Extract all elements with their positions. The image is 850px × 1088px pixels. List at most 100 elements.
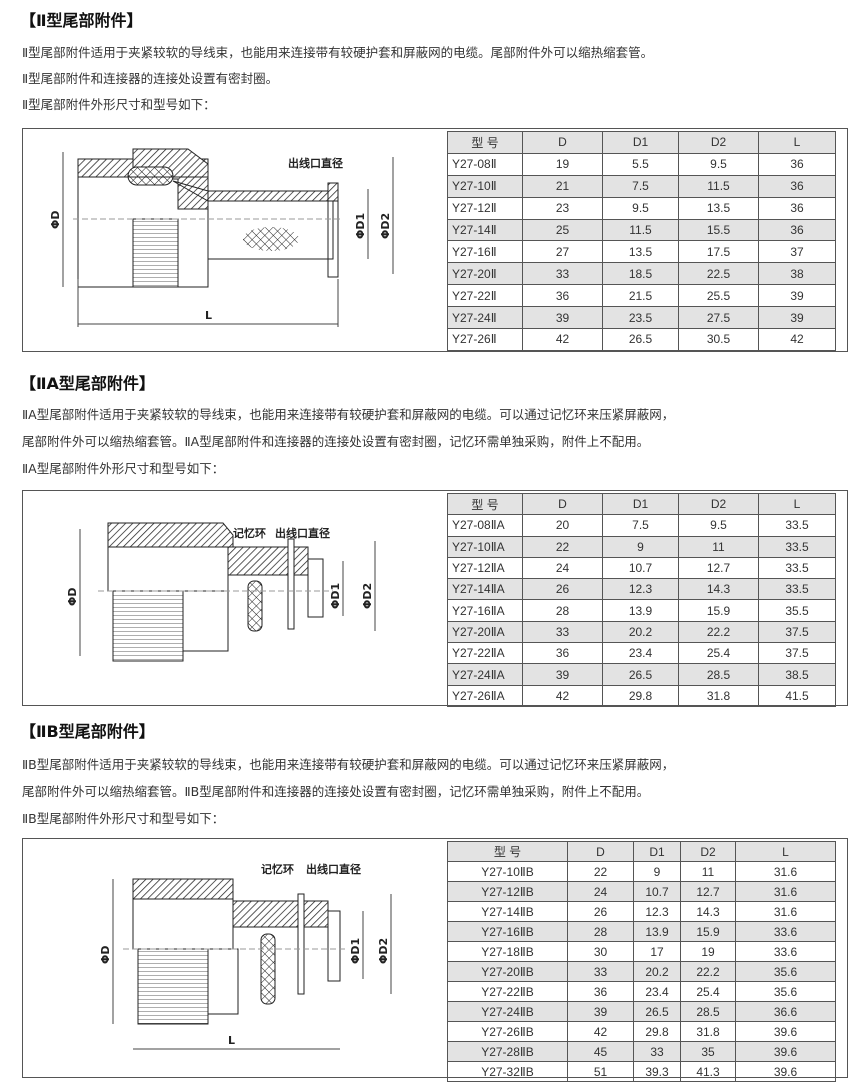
value-cell: D2 — [680, 841, 736, 862]
description-line: 尾部附件外可以缩热缩套管。ⅡA型尾部附件和连接器的连接处设置有密封圈，记忆环需单… — [22, 434, 650, 449]
value-cell: 42 — [522, 328, 603, 351]
model-cell: Y27-12ⅡB — [447, 881, 568, 902]
value-cell: 42 — [758, 328, 836, 351]
value-cell: 9 — [602, 535, 679, 558]
model-cell: Y27-08ⅡA — [447, 514, 523, 537]
value-cell: 12.7 — [680, 881, 736, 902]
model-cell: Y27-18ⅡB — [447, 941, 568, 962]
model-cell: Y27-10ⅡB — [447, 861, 568, 882]
value-cell: 10.7 — [602, 556, 679, 580]
model-cell: Y27-26Ⅱ — [447, 328, 523, 351]
l-dimension-label: L — [228, 1034, 235, 1047]
value-cell: 12.3 — [602, 578, 679, 601]
value-cell: 22 — [567, 861, 634, 882]
d-dimension-label: ΦD — [49, 211, 62, 229]
value-cell: 33.5 — [758, 514, 836, 537]
model-cell: Y27-16ⅡA — [447, 599, 523, 622]
value-cell: 22 — [522, 535, 603, 558]
value-cell: 36 — [758, 218, 836, 242]
value-cell: 17 — [633, 941, 681, 962]
value-cell: 39 — [567, 1001, 634, 1022]
value-cell: 22.5 — [678, 262, 759, 286]
value-cell: 24 — [567, 881, 634, 902]
value-cell: 27.5 — [678, 306, 759, 330]
value-cell: 25.4 — [680, 981, 736, 1002]
model-cell: 型 号 — [447, 131, 523, 154]
value-cell: D — [522, 131, 603, 154]
model-cell: Y27-20Ⅱ — [447, 262, 523, 286]
value-cell: 18.5 — [602, 262, 679, 286]
value-cell: 22.2 — [680, 961, 736, 982]
value-cell: 45 — [567, 1041, 634, 1062]
model-cell: Y27-22ⅡA — [447, 642, 523, 665]
value-cell: 33.6 — [735, 921, 836, 942]
d-dimension-label: ΦD — [99, 946, 112, 964]
value-cell: 7.5 — [602, 514, 679, 537]
value-cell: 21.5 — [602, 284, 679, 308]
model-cell: Y27-12Ⅱ — [447, 196, 523, 220]
value-cell: 39 — [758, 306, 836, 330]
description-line: ⅡB型尾部附件适用于夹紧较软的导线束，也能用来连接带有较硬护套和屏蔽网的电缆。可… — [22, 757, 675, 772]
model-cell: Y27-20ⅡA — [447, 620, 523, 644]
value-cell: 25.5 — [678, 284, 759, 308]
value-cell: 20 — [522, 514, 603, 537]
value-cell: 24 — [522, 556, 603, 580]
d2-dimension-label: ΦD2 — [361, 583, 374, 609]
value-cell: 36 — [522, 642, 603, 665]
value-cell: 31.6 — [735, 861, 836, 882]
value-cell: 12.7 — [678, 556, 759, 580]
memory-ring-label: 记忆环 — [261, 862, 294, 876]
value-cell: 22.2 — [678, 620, 759, 644]
value-cell: L — [758, 492, 836, 516]
model-cell: 型 号 — [447, 841, 568, 862]
value-cell: 33.6 — [735, 941, 836, 962]
description-line: ⅡB型尾部附件外形尺寸和型号如下： — [22, 811, 225, 826]
value-cell: 15.9 — [678, 599, 759, 622]
section-title-type-2a: 【ⅡA型尾部附件】 — [20, 374, 155, 393]
d2-dimension-label: ΦD2 — [379, 213, 392, 239]
value-cell: 20.2 — [602, 620, 679, 644]
value-cell: D2 — [678, 492, 759, 516]
model-cell: Y27-14ⅡB — [447, 901, 568, 922]
model-cell: 型 号 — [447, 492, 523, 516]
d1-dimension-label: ΦD1 — [349, 938, 362, 964]
value-cell: 33.5 — [758, 535, 836, 558]
model-cell: Y27-10Ⅱ — [447, 174, 523, 198]
value-cell: 26.5 — [633, 1001, 681, 1022]
value-cell: 36 — [758, 152, 836, 176]
type-2b-drawing: 记忆环 出线口直径 ΦD ΦD1 ΦD2 L — [99, 862, 392, 1050]
value-cell: 23.5 — [602, 306, 679, 330]
outlet-diameter-label: 出线口直径 — [275, 526, 330, 540]
value-cell: 27 — [522, 240, 603, 264]
d1-dimension-label: ΦD1 — [354, 213, 367, 239]
section-title-type-2b: 【ⅡB型尾部附件】 — [20, 722, 155, 741]
model-cell: Y27-26ⅡA — [447, 684, 523, 707]
model-cell: Y27-16ⅡB — [447, 921, 568, 942]
outlet-diameter-label: 出线口直径 — [288, 156, 343, 170]
model-cell: Y27-28ⅡB — [447, 1041, 568, 1062]
value-cell: 31.8 — [680, 1021, 736, 1042]
value-cell: 14.3 — [678, 578, 759, 601]
model-cell: Y27-22Ⅱ — [447, 284, 523, 308]
value-cell: 11 — [678, 535, 759, 558]
value-cell: 38 — [758, 262, 836, 286]
